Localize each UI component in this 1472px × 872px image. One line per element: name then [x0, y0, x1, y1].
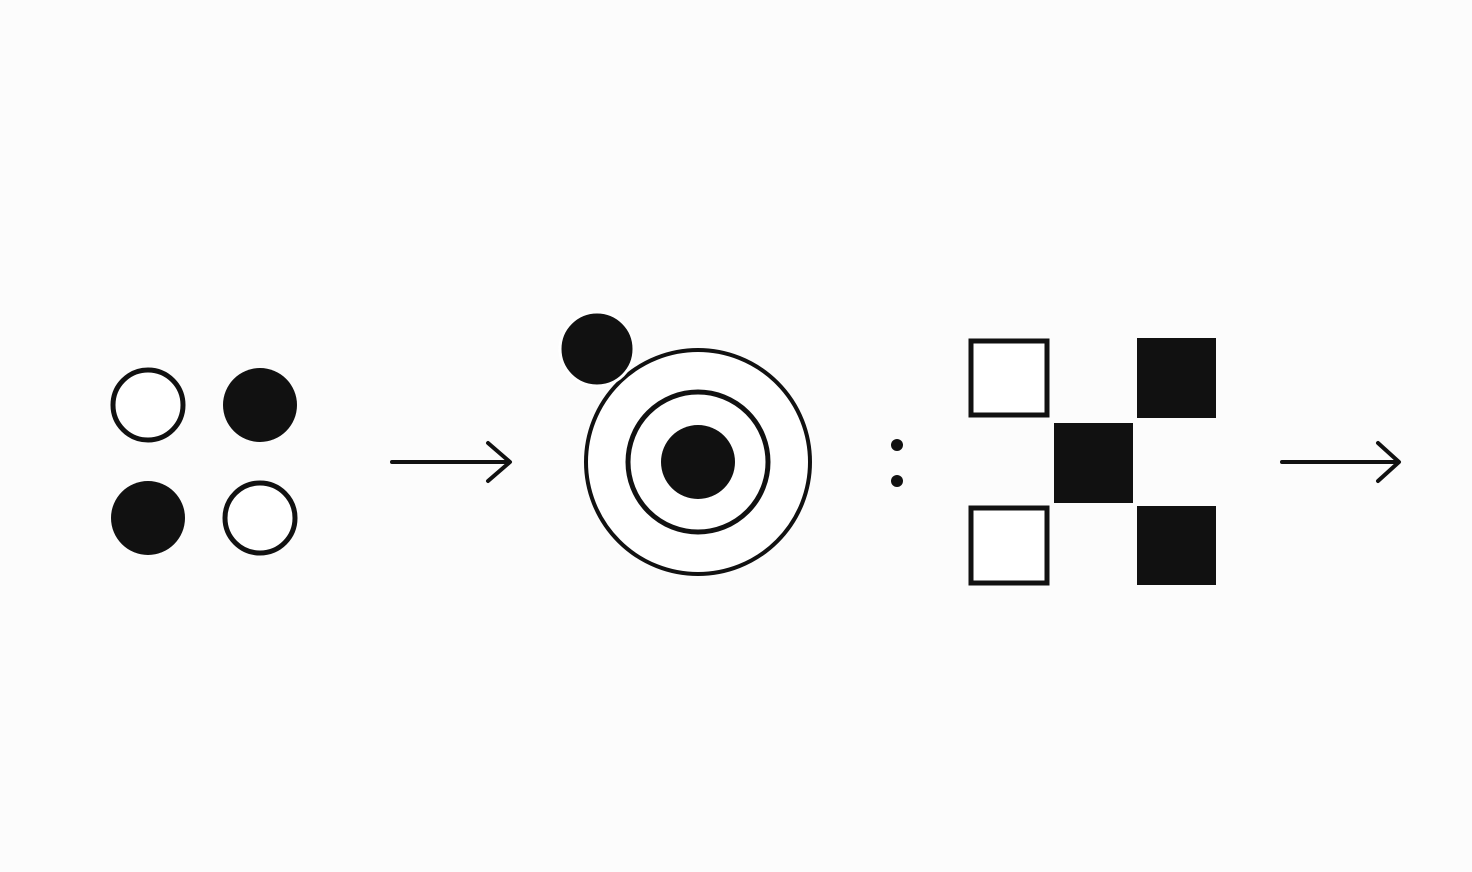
circle-bottom-right-white: [222, 480, 298, 556]
square-top-left-white: [968, 338, 1050, 418]
square-bottom-left-white: [968, 505, 1050, 586]
circle-bottom-left-black: [111, 481, 185, 555]
circle-top-left-white: [110, 367, 186, 443]
square-center-black: [1054, 423, 1133, 503]
square-bottom-right-black: [1137, 506, 1216, 585]
four-circle-grid: [110, 367, 298, 556]
target-center-dot: [661, 425, 735, 499]
square-top-right-black: [1137, 338, 1216, 418]
arrow-1-icon: [390, 441, 512, 483]
five-square-x-grid: [968, 338, 1216, 586]
concentric-target: [558, 310, 812, 576]
ratio-colon-icon: [891, 439, 903, 487]
circle-top-right-black: [223, 368, 297, 442]
target-satellite-dot: [558, 310, 636, 388]
arrow-2-icon: [1280, 441, 1401, 483]
